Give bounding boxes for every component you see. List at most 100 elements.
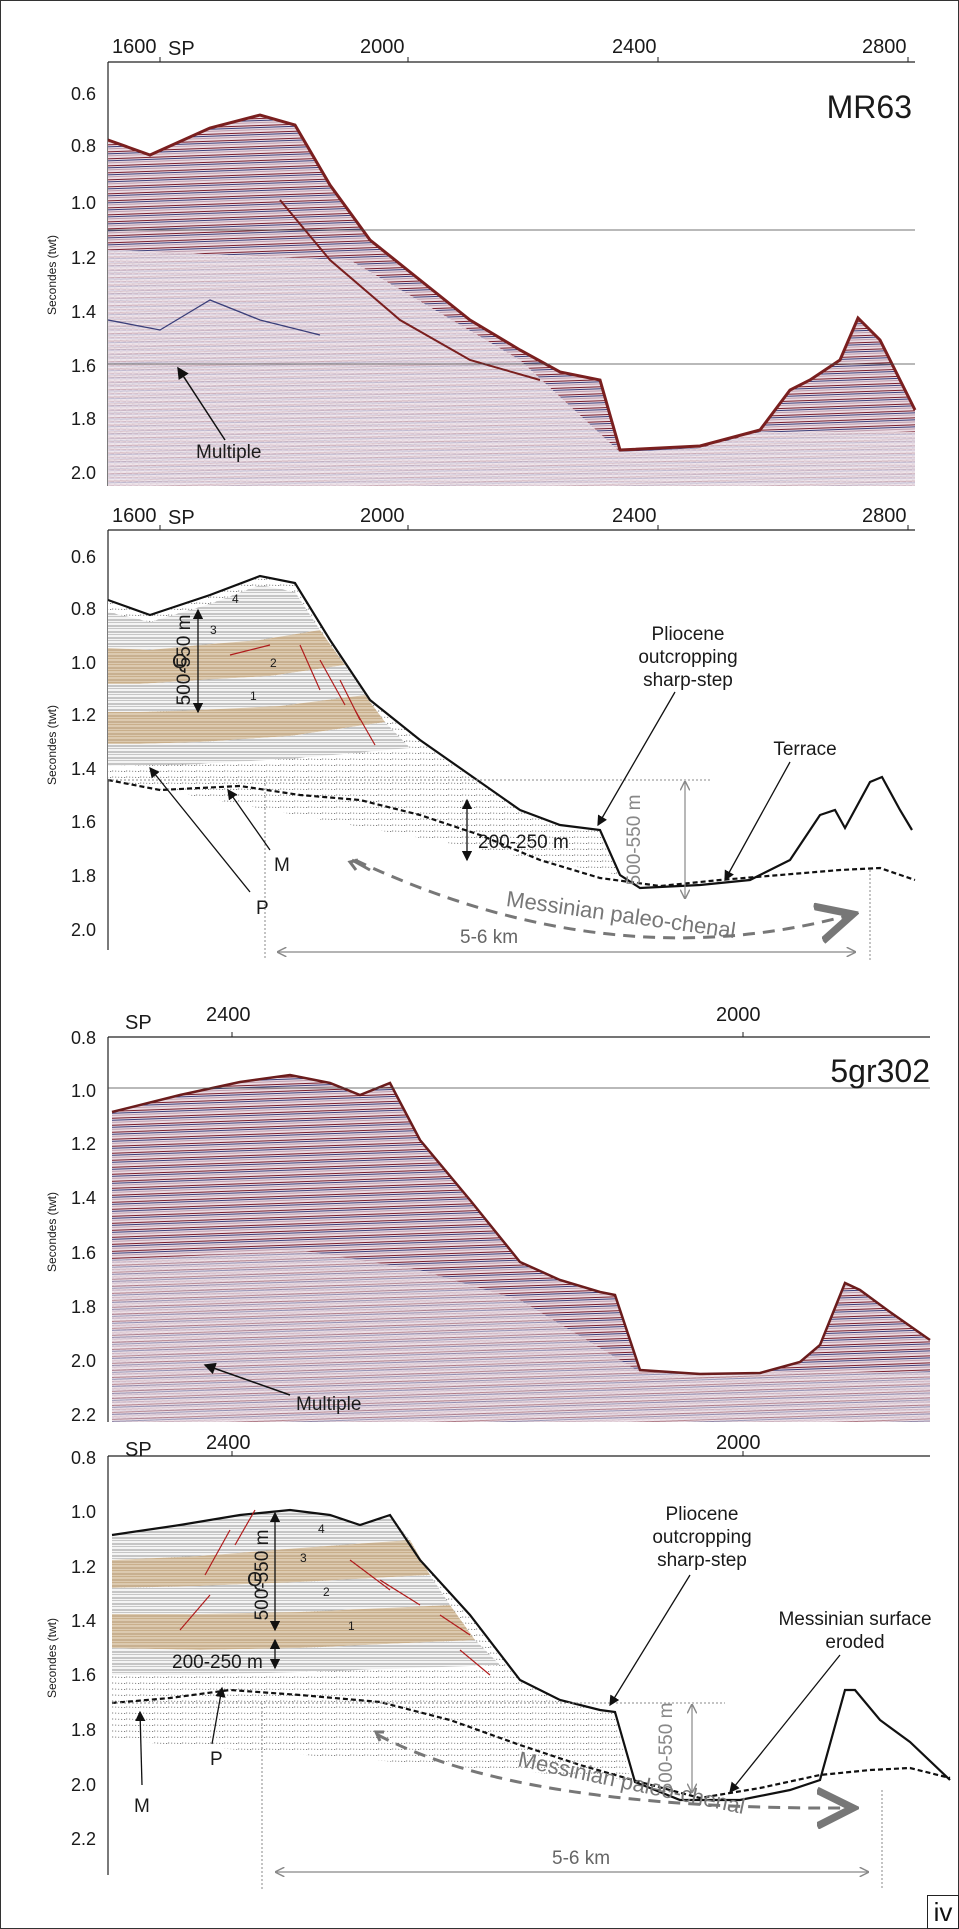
y-tick-label: 1.8 (71, 866, 96, 886)
y-tick-label: 0.8 (71, 1028, 96, 1048)
y-tick-label: 1.6 (71, 356, 96, 376)
thickness-right-label: 500-550 m (624, 795, 645, 886)
unit-3-label: 3 (210, 623, 217, 637)
pliocene-label-line2: outcropping (638, 647, 737, 668)
y-tick-label: 1.2 (71, 1134, 96, 1154)
y-tick-label: 1.2 (71, 1557, 96, 1577)
thickness-right-label: 500-550 m (656, 1703, 677, 1794)
y-tick-label: 1.8 (71, 1297, 96, 1317)
y-tick-label: 1.0 (71, 653, 96, 673)
y-axis: 0.8 1.0 1.2 1.4 1.6 1.8 2.0 2.2 (71, 1448, 96, 1849)
paleo-channel-label: Messinian paleo-chenal (516, 1746, 747, 1819)
line-id-label: 5gr302 (830, 1053, 930, 1089)
m-label: M (134, 1796, 150, 1817)
pliocene-label-line2: outcropping (652, 1527, 751, 1548)
sp-tick-label: 2000 (716, 1004, 761, 1026)
y-axis-title: Secondes (twt) (45, 705, 59, 785)
thin-unit-label: 200-250 m (478, 832, 569, 853)
y-tick-label: 2.0 (71, 1775, 96, 1795)
unit-2-label: 2 (270, 656, 277, 670)
sp-axis-top: SP 2400 2000 (125, 1004, 761, 1037)
channel-width-label: 5-6 km (552, 1848, 610, 1869)
messinian-surface-label-line2: eroded (825, 1632, 884, 1653)
line-id-label: MR63 (827, 89, 912, 125)
multiple-label: Multiple (196, 442, 261, 463)
p-label: P (256, 898, 269, 919)
paleo-channel-label: Messinian paleo-chenal (505, 886, 737, 943)
sp-tick-label: 2000 (360, 36, 405, 58)
y-tick-label: 1.6 (71, 1665, 96, 1685)
unit-q-label: Q (172, 651, 188, 673)
y-tick-label: 1.0 (71, 1081, 96, 1101)
unit-q-label: Q (247, 1569, 263, 1591)
sp-tick-label: 1600 (112, 36, 157, 58)
sp-tick-label: 2000 (360, 505, 405, 527)
y-tick-label: 1.6 (71, 1243, 96, 1263)
panel-5gr302-seismic: SP 2400 2000 0.8 1.0 1.2 1.4 1.6 1.8 2.0… (45, 1004, 931, 1425)
m-label: M (274, 855, 290, 876)
unit-3-label: 3 (300, 1551, 307, 1565)
sp-tick-label: 2800 (862, 36, 907, 58)
unit-1-label: 1 (348, 1619, 355, 1633)
y-axis-title: Secondes (twt) (45, 235, 59, 315)
sp-label: SP (168, 507, 195, 529)
y-tick-label: 1.4 (71, 1611, 96, 1631)
y-tick-label: 1.0 (71, 193, 96, 213)
y-axis: 0.6 0.8 1.0 1.2 1.4 1.6 1.8 2.0 (71, 84, 96, 483)
pliocene-label-line3: sharp-step (657, 1550, 747, 1571)
y-axis-title: Secondes (twt) (45, 1618, 59, 1698)
sp-label: SP (168, 38, 195, 60)
pliocene-label-line3: sharp-step (643, 670, 733, 691)
y-tick-label: 1.0 (71, 1502, 96, 1522)
y-tick-label: 1.8 (71, 1720, 96, 1740)
y-axis: 0.6 0.8 1.0 1.2 1.4 1.6 1.8 2.0 (71, 547, 96, 940)
y-tick-label: 0.8 (71, 136, 96, 156)
panel-mr63-seismic: 1600 SP 2000 2400 2800 0.6 0.8 1.0 1.2 1… (45, 36, 917, 486)
y-tick-label: 1.2 (71, 248, 96, 268)
sp-tick-label: 2400 (206, 1432, 251, 1454)
seafloor-line (107, 574, 913, 890)
figure-part-label: iv (927, 1895, 959, 1929)
pliocene-label-line1: Pliocene (666, 1504, 739, 1525)
unit-1-label: 1 (250, 689, 257, 703)
sp-tick-label: 2000 (716, 1432, 761, 1454)
thin-unit-label: 200-250 m (172, 1652, 263, 1673)
seafloor-line (111, 1508, 951, 1802)
sp-tick-label: 2400 (612, 505, 657, 527)
y-tick-label: 1.2 (71, 705, 96, 725)
y-tick-label: 1.4 (71, 1188, 96, 1208)
sp-tick-label: 1600 (112, 505, 157, 527)
sp-tick-label: 2800 (862, 505, 907, 527)
panel-mr63-interpretation: 1600 SP 2000 2400 2800 0.6 0.8 1.0 1.2 1… (45, 505, 916, 960)
thickness-label: 500-550 m (252, 1530, 273, 1621)
unit-4-label: 4 (232, 592, 239, 606)
y-tick-label: 1.4 (71, 759, 96, 779)
messinian-surface-line (107, 778, 916, 888)
thickness-label: 500-550 m (174, 615, 195, 706)
panel-5gr302-interpretation: SP 2400 2000 0.8 1.0 1.2 1.4 1.6 1.8 2.0… (45, 1432, 951, 1890)
y-tick-label: 0.8 (71, 599, 96, 619)
y-tick-label: 2.0 (71, 920, 96, 940)
y-tick-label: 0.6 (71, 547, 96, 567)
y-tick-label: 1.8 (71, 409, 96, 429)
y-tick-label: 0.6 (71, 84, 96, 104)
pliocene-label-line1: Pliocene (652, 624, 725, 645)
p-label: P (210, 1749, 223, 1770)
sp-axis-top: 1600 SP 2000 2400 2800 (112, 505, 909, 530)
sp-axis-top: SP 2400 2000 (125, 1432, 761, 1461)
messinian-surface-label-line1: Messinian surface (778, 1609, 931, 1630)
channel-width-label: 5-6 km (460, 927, 518, 948)
y-tick-label: 2.2 (71, 1829, 96, 1849)
y-axis-title: Secondes (twt) (45, 1192, 59, 1272)
unit-4-label: 4 (318, 1522, 325, 1536)
sp-tick-label: 2400 (206, 1004, 251, 1026)
sp-axis-top: 1600 SP 2000 2400 2800 (112, 36, 909, 62)
y-tick-label: 0.8 (71, 1448, 96, 1468)
sp-tick-label: 2400 (612, 36, 657, 58)
y-tick-label: 1.6 (71, 812, 96, 832)
terrace-label: Terrace (773, 739, 836, 760)
y-tick-label: 2.2 (71, 1405, 96, 1425)
sp-label: SP (125, 1439, 152, 1461)
y-tick-label: 1.4 (71, 302, 96, 322)
